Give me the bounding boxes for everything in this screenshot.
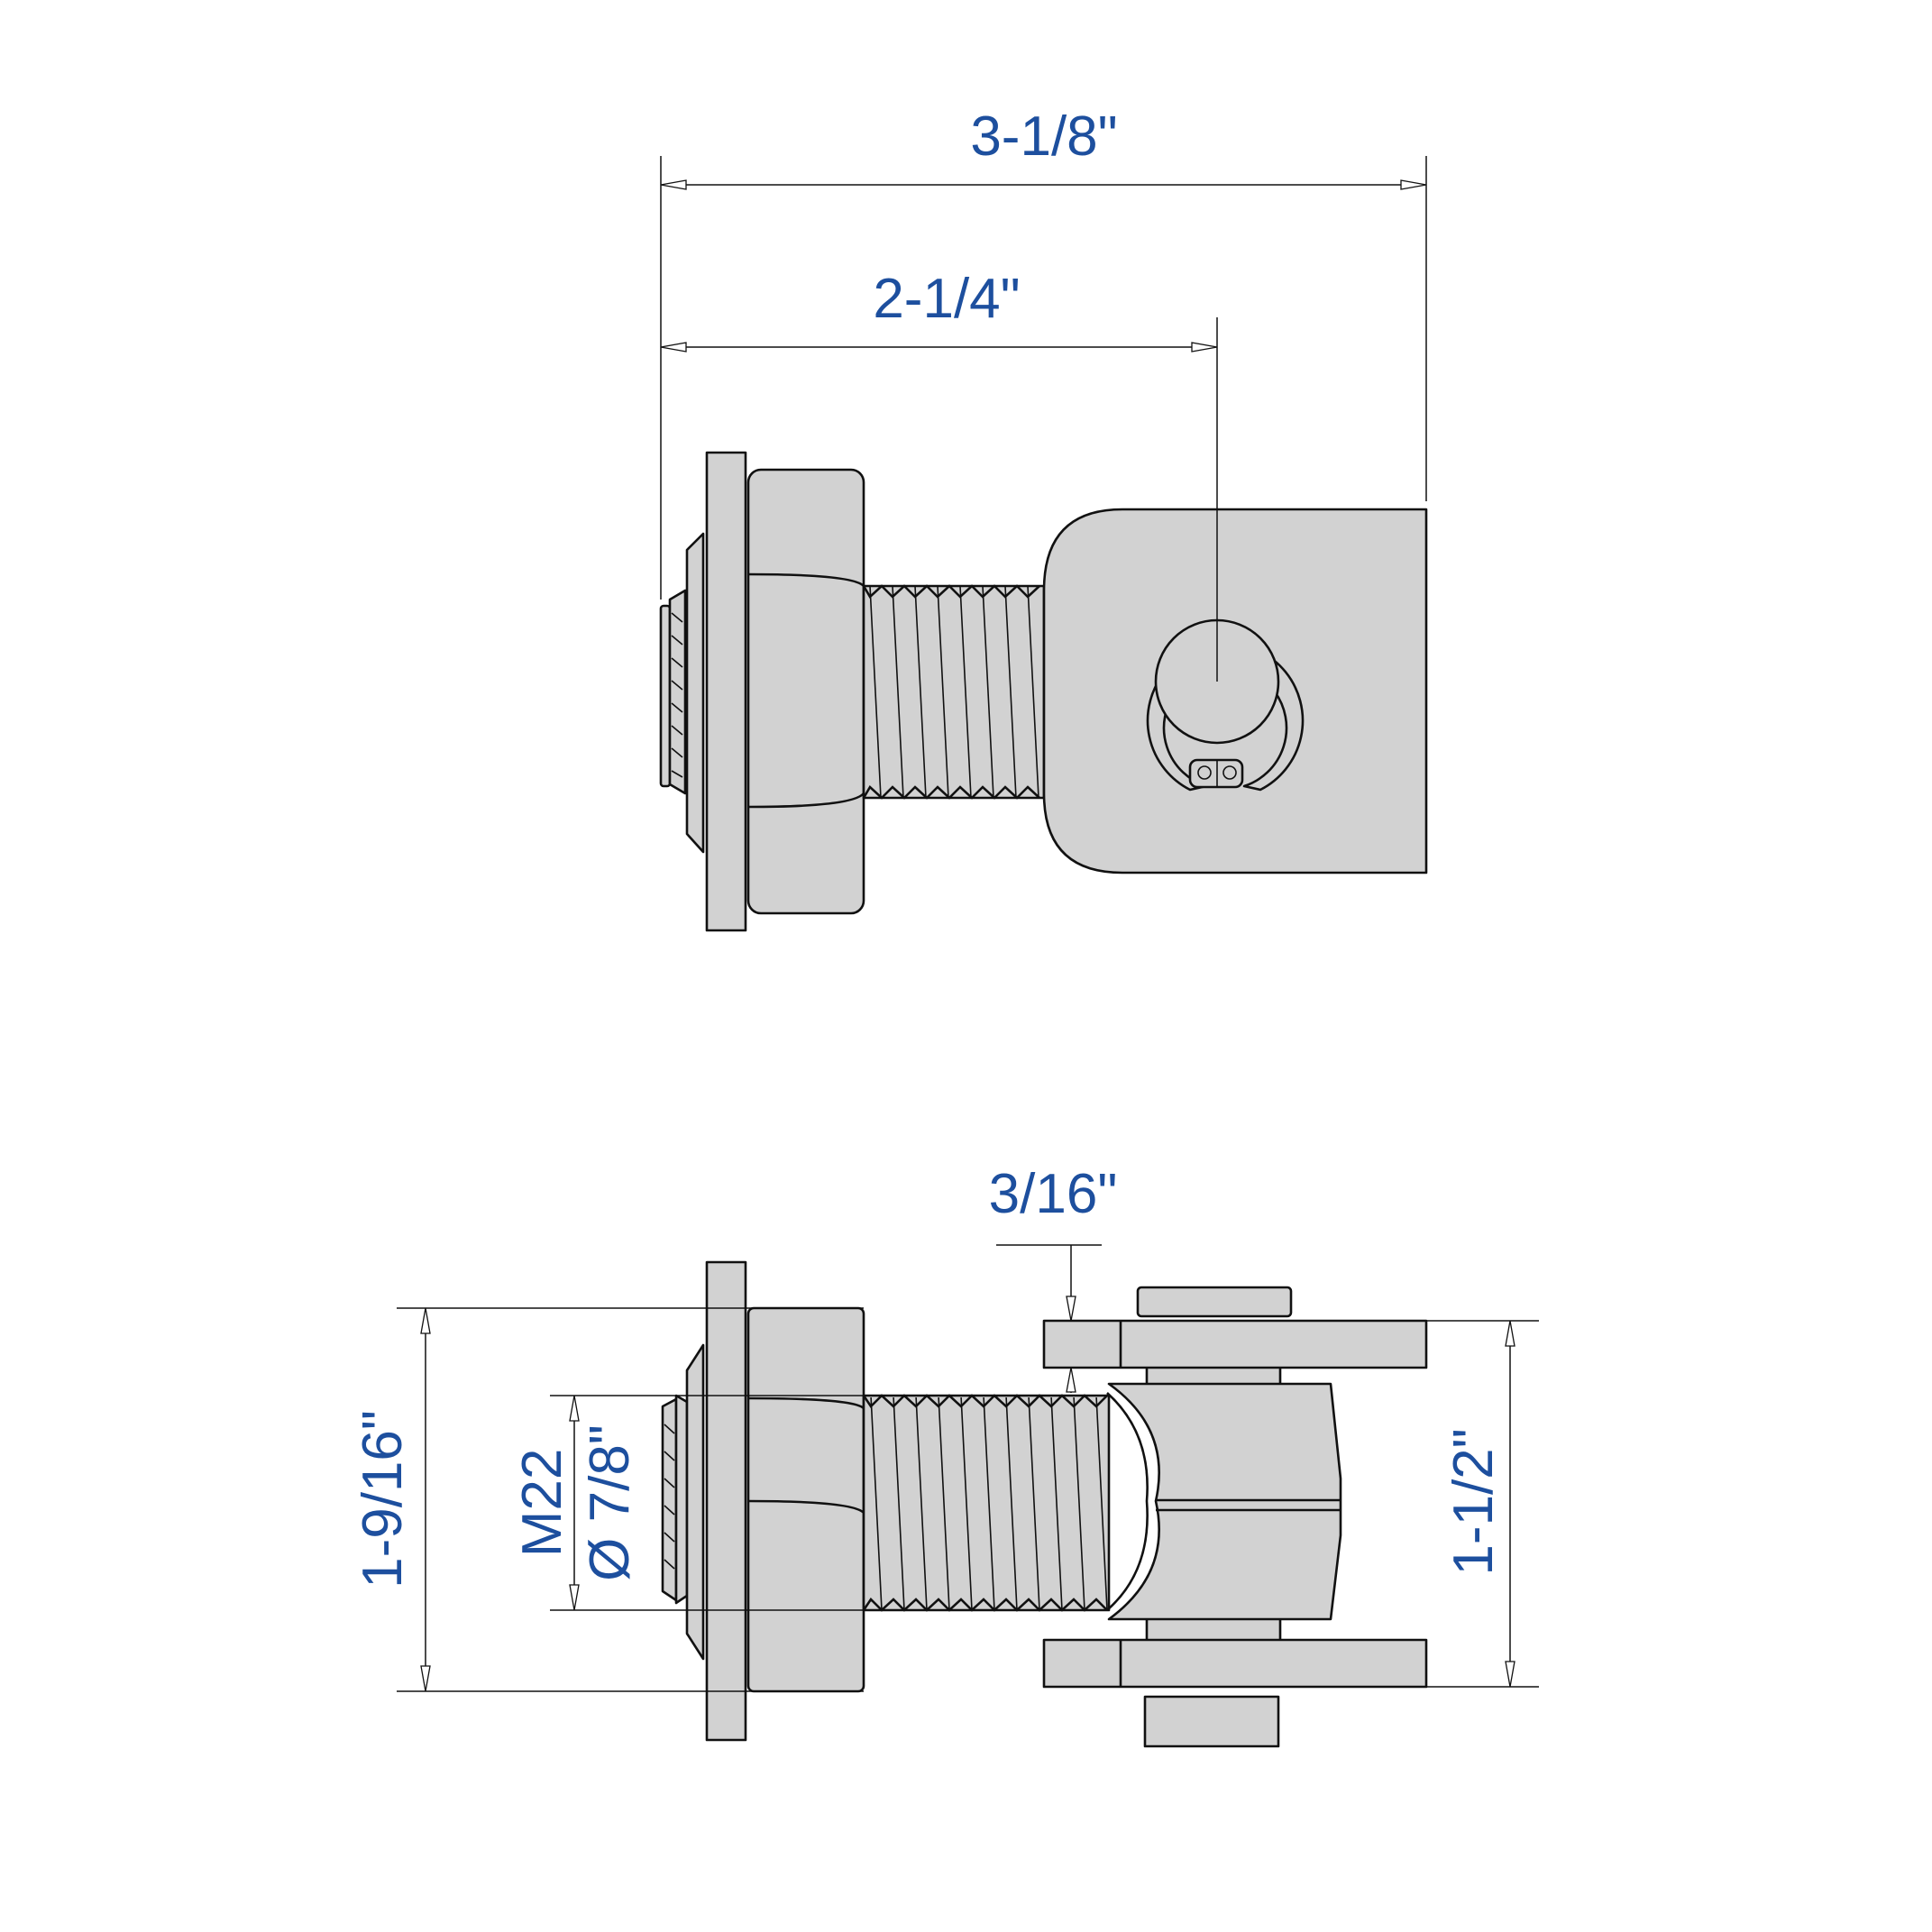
hex-nut-top bbox=[746, 468, 865, 915]
threaded-shank-top bbox=[862, 584, 1046, 800]
flat-washer-top bbox=[705, 451, 747, 932]
top-view: 3-1/8" 2-1/4" bbox=[659, 105, 1428, 932]
dimension-thread-diameter bbox=[550, 1395, 864, 1611]
dim-label-overall-length: 3-1/8" bbox=[970, 105, 1117, 168]
pin-spacer-lower bbox=[1145, 1616, 1282, 1643]
dim-label-plate-thickness: 3/16" bbox=[989, 1163, 1118, 1225]
hinge-leaf-upper bbox=[1042, 1319, 1428, 1369]
dimension-nut-height bbox=[397, 1307, 864, 1692]
dimension-leaf-span bbox=[1426, 1320, 1539, 1688]
bolt-end-top bbox=[659, 589, 687, 795]
flat-washer-bottom bbox=[705, 1260, 747, 1742]
dim-label-nut-height: 1-9/16" bbox=[352, 1410, 414, 1589]
dim-label-leaf-span: 1-1/2" bbox=[1442, 1428, 1505, 1575]
threaded-shank-bottom bbox=[862, 1394, 1111, 1612]
dimension-pin-center bbox=[660, 317, 1218, 682]
lock-washer-bottom bbox=[685, 1343, 705, 1661]
hinge-leaf-lower bbox=[1042, 1638, 1428, 1689]
bolt-end-bottom bbox=[661, 1394, 689, 1605]
hinge-barrel bbox=[1106, 1382, 1342, 1621]
lock-washer-top bbox=[685, 532, 705, 854]
dim-label-thread-diameter: Ø 7/8" bbox=[579, 1424, 641, 1581]
hex-nut-bottom bbox=[746, 1306, 865, 1693]
dimension-overall-length bbox=[660, 156, 1427, 600]
dim-label-pin-center: 2-1/4" bbox=[873, 268, 1020, 330]
bottom-view: 1-9/16" M22 Ø 7/8" 3/16" 1-1/2" bbox=[352, 1163, 1539, 1748]
dimension-plate-thickness bbox=[996, 1244, 1102, 1393]
pin-cap-top bbox=[1136, 1286, 1293, 1318]
dim-label-thread-size: M22 bbox=[511, 1449, 573, 1558]
pin-spacer-upper bbox=[1145, 1365, 1282, 1387]
pin-stub-bottom bbox=[1143, 1695, 1280, 1748]
